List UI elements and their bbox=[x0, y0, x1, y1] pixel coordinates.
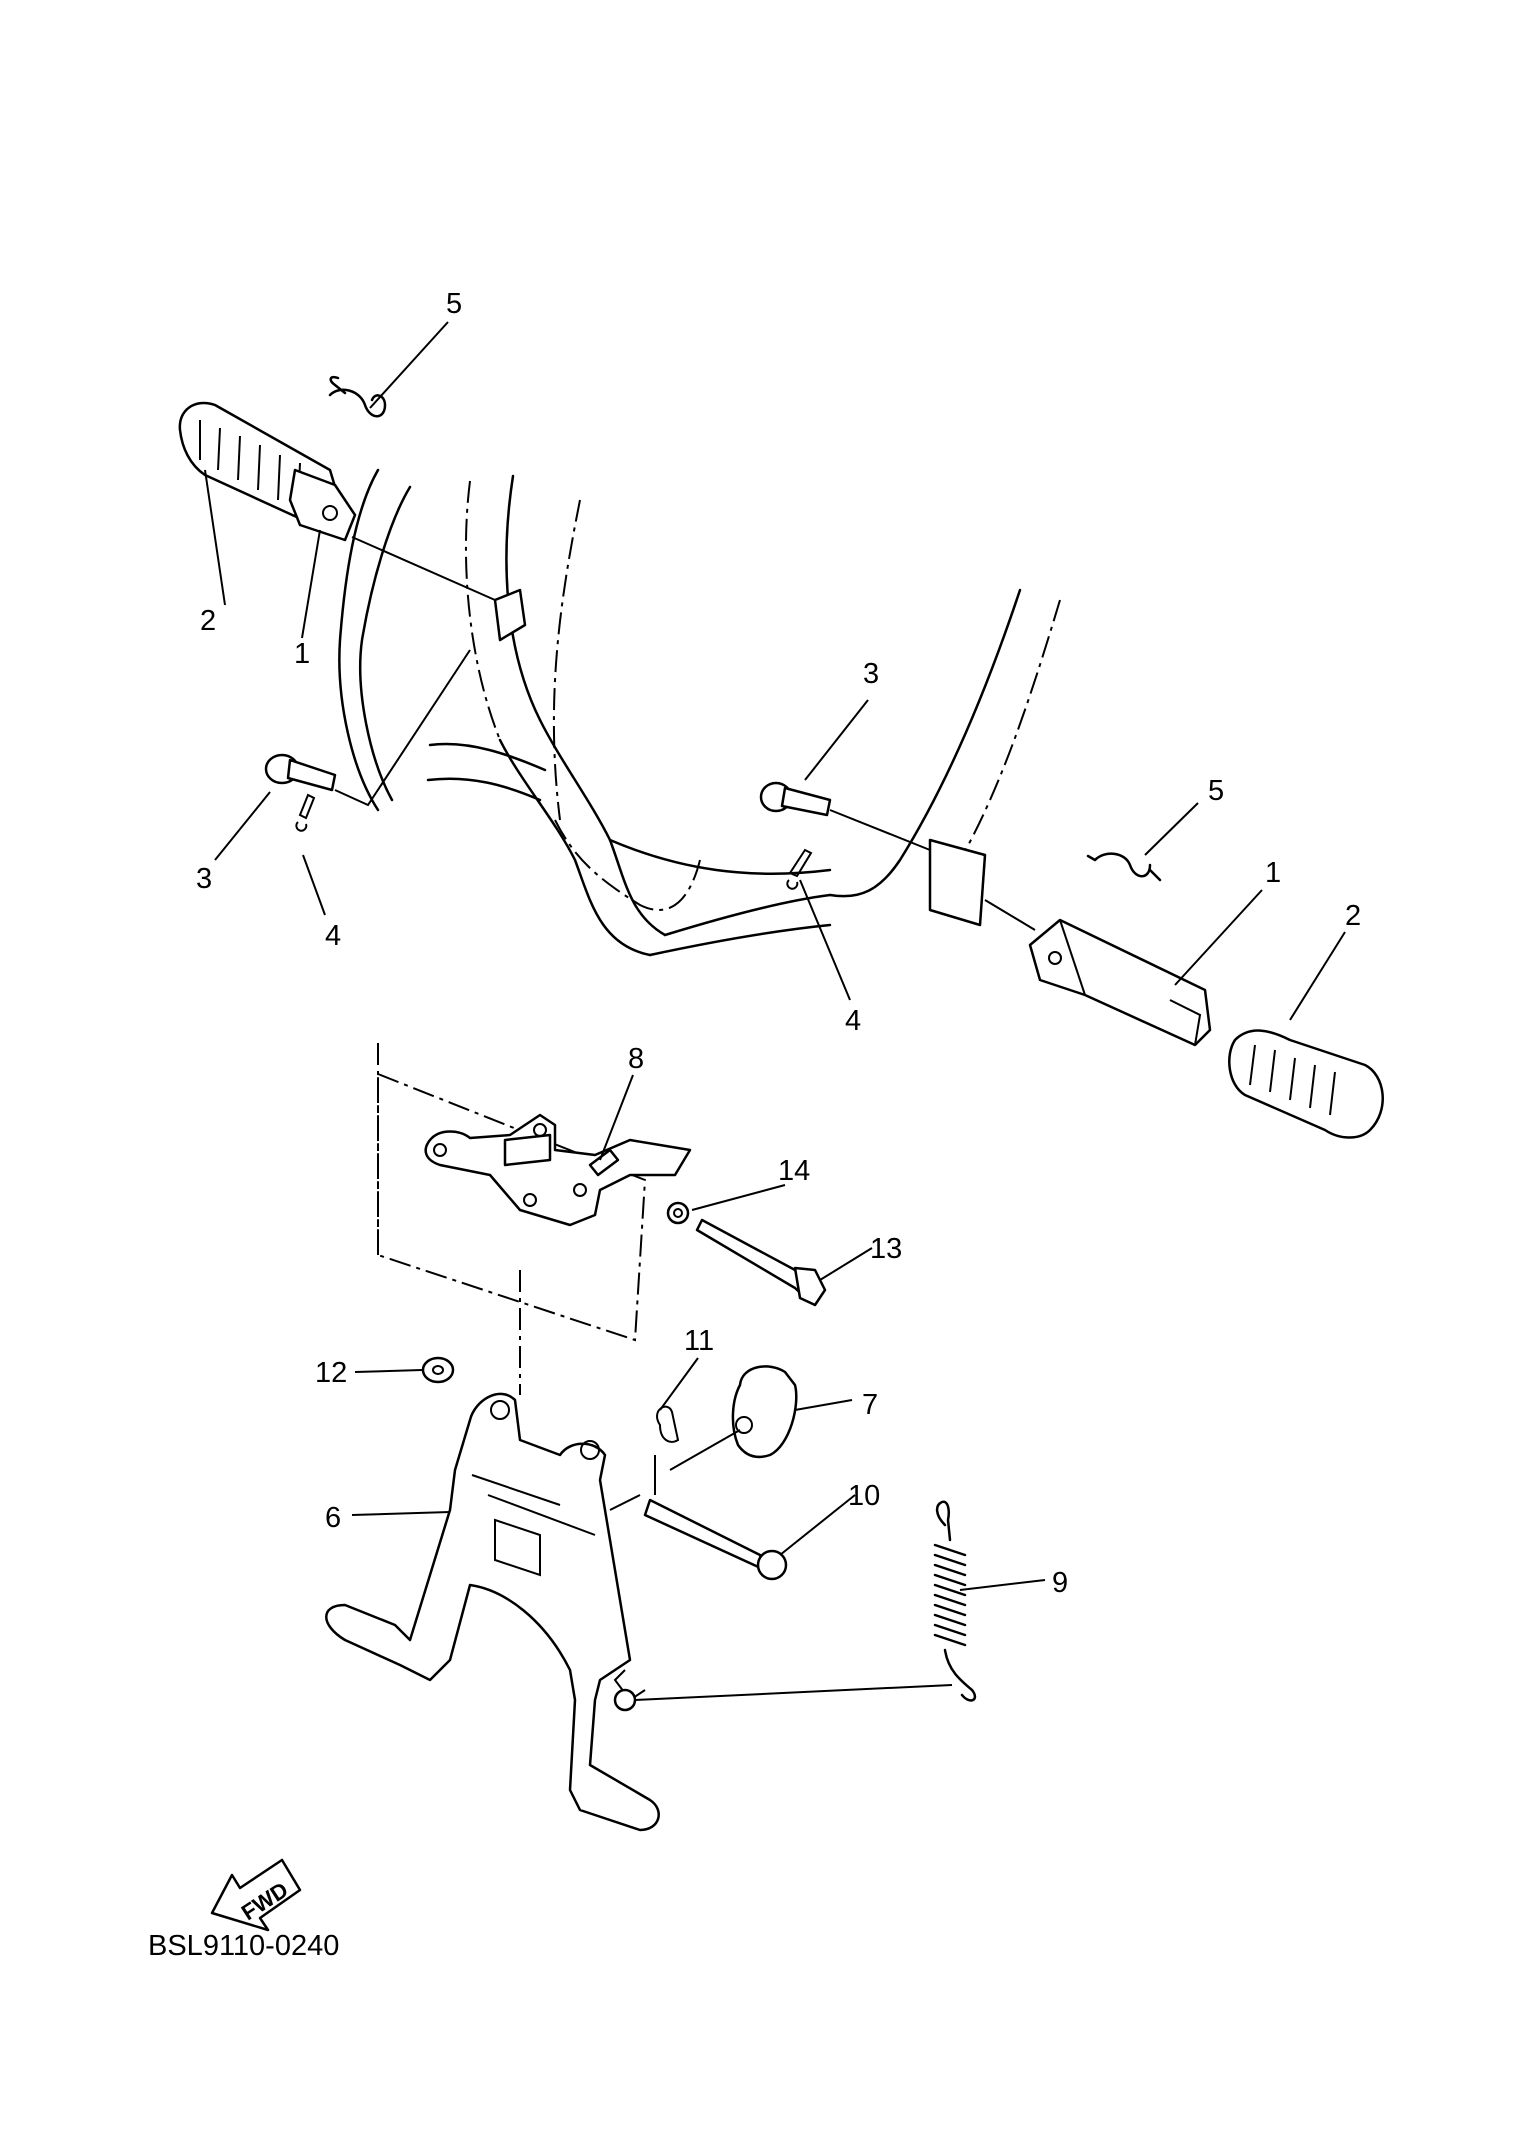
callout-10: 10 bbox=[848, 1480, 880, 1512]
callout-14: 14 bbox=[778, 1155, 810, 1187]
stand-bracket-group bbox=[377, 1040, 692, 1395]
stand-spring-9 bbox=[933, 1500, 977, 1702]
callout-4-left: 4 bbox=[325, 920, 341, 952]
part-code: BSL9110-0240 bbox=[148, 1930, 339, 1962]
center-stand-group bbox=[325, 1392, 660, 1832]
cotter-pin-right bbox=[786, 848, 813, 890]
washer-12 bbox=[421, 1356, 455, 1384]
callout-12: 12 bbox=[315, 1357, 347, 1389]
callout-3-left: 3 bbox=[196, 863, 212, 895]
callout-3-right: 3 bbox=[863, 658, 879, 690]
washer-14 bbox=[666, 1201, 690, 1225]
callout-9: 9 bbox=[1052, 1567, 1068, 1599]
callout-6: 6 bbox=[325, 1502, 341, 1534]
callout-7: 7 bbox=[862, 1389, 878, 1421]
shaft-10 bbox=[643, 1498, 767, 1572]
bolt-group bbox=[421, 1201, 827, 1384]
footrest-left bbox=[288, 468, 357, 542]
callout-11: 11 bbox=[684, 1325, 714, 1357]
callout-5-right: 5 bbox=[1208, 775, 1224, 807]
cotter-pin-left bbox=[295, 793, 316, 832]
right-footrest-group bbox=[759, 781, 1384, 1139]
hardware-group bbox=[609, 1365, 977, 1712]
callout-leaders bbox=[204, 321, 1346, 1591]
stand-bracket bbox=[424, 1113, 692, 1227]
footrest-spring-right bbox=[1086, 852, 1162, 882]
callout-1-right: 1 bbox=[1265, 857, 1281, 889]
callout-numbers: 5 2 1 3 4 3 5 1 2 4 8 14 13 11 12 7 10 6… bbox=[196, 288, 1361, 1599]
callout-1-left: 1 bbox=[294, 638, 310, 670]
fwd-arrow-icon: FWD bbox=[210, 1858, 302, 1932]
clip-11 bbox=[656, 1405, 680, 1443]
center-stand bbox=[325, 1392, 660, 1832]
callout-2-right: 2 bbox=[1345, 900, 1361, 932]
callout-2-left: 2 bbox=[200, 605, 216, 637]
footrest-right bbox=[1028, 918, 1212, 1047]
callout-8: 8 bbox=[628, 1043, 644, 1075]
left-footrest-group bbox=[178, 375, 496, 832]
frame-tubes bbox=[338, 468, 1061, 957]
callout-13: 13 bbox=[870, 1233, 902, 1265]
spring-post bbox=[613, 1688, 637, 1712]
callout-5-left: 5 bbox=[446, 288, 462, 320]
callout-4-right: 4 bbox=[845, 1005, 861, 1037]
footrest-spring-left bbox=[328, 375, 387, 418]
stopper-7 bbox=[731, 1365, 798, 1459]
footrest-rubber-right bbox=[1228, 1029, 1384, 1139]
